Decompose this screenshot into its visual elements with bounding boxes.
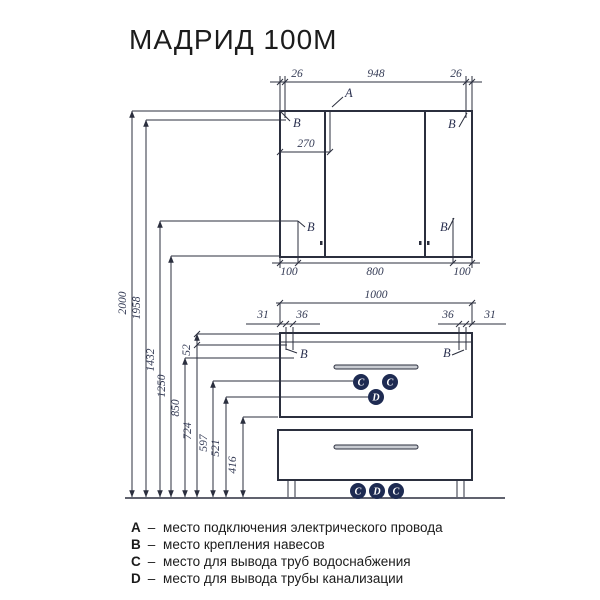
marker-b-vanity-left: B — [300, 347, 308, 361]
dim-label-948: 948 — [367, 68, 385, 80]
dimension-ticks — [276, 320, 476, 328]
mirror-top-dimension: 26 948 26 — [270, 68, 482, 118]
marker-b-top-left: B — [293, 116, 301, 130]
dim-label-26-left: 26 — [291, 68, 303, 80]
dim-label-2000: 2000 — [117, 291, 129, 314]
legend-dash: – — [147, 537, 156, 552]
dim-label-521: 521 — [210, 439, 222, 456]
vanity-upper-box-outline — [279, 332, 473, 418]
marker-a: A — [344, 86, 353, 100]
legend-item-b: B – место крепления навесов — [131, 536, 443, 553]
vanity-width-dimension: 1000 — [276, 289, 476, 324]
outlet-offset-dimension: 270 A — [276, 86, 353, 156]
dim-label-52: 52 — [181, 344, 193, 356]
legend-dash: – — [147, 554, 156, 569]
marker-b-bottom-left: B — [307, 220, 315, 234]
dim-label-724: 724 — [182, 422, 194, 440]
dim-label-416: 416 — [227, 456, 239, 474]
height-dimension-stack: 2000 1958 1432 1250 724 850 52 597 521 — [117, 110, 368, 498]
legend-letter: D — [131, 571, 141, 586]
legend-text: место для вывода трубы канализации — [163, 571, 404, 586]
dim-label-270: 270 — [297, 138, 315, 150]
dimension-ticks — [276, 259, 476, 267]
marker-d-circle — [368, 389, 384, 405]
marker-c-circle-floor-right — [388, 483, 404, 499]
dim-label-36-left: 36 — [295, 309, 308, 321]
marker-c-letter: C — [393, 487, 400, 498]
marker-b-vanity-right: B — [443, 346, 451, 360]
marker-a-leader — [331, 96, 344, 108]
legend-text: место для вывода труб водоснабжения — [163, 554, 411, 569]
dim-label-31-right: 31 — [483, 309, 496, 321]
vanity-door-handle — [333, 364, 419, 370]
legend-text: место подключения электрического провода — [163, 520, 443, 535]
vanity-legs — [287, 480, 465, 497]
dim-label-800: 800 — [366, 266, 384, 278]
legend-item-c: C – место для вывода труб водоснабжения — [131, 553, 443, 570]
mirror-bottom-dimension: 100 800 100 — [272, 218, 480, 278]
dimension-ticks — [276, 78, 476, 86]
marker-d-letter: D — [372, 487, 380, 498]
dim-label-26-right: 26 — [450, 68, 462, 80]
legend-item-d: D – место для вывода трубы канализации — [131, 570, 443, 587]
vanity-cabinet: B B C C D — [277, 332, 473, 497]
marker-c-letter: C — [355, 487, 362, 498]
door-handle-dots — [320, 241, 430, 245]
legend-letter: C — [131, 554, 141, 569]
dim-label-100-left: 100 — [280, 266, 298, 278]
legend-dash: – — [147, 571, 156, 586]
drawer-handle — [333, 444, 419, 450]
marker-c-circle-right — [382, 374, 398, 390]
mirror-cabinet — [279, 110, 473, 258]
dim-label-36-right: 36 — [441, 309, 454, 321]
floor-pipe-markers: C D C — [350, 483, 404, 499]
dim-label-100-right: 100 — [453, 266, 471, 278]
dim-label-850: 850 — [170, 399, 182, 417]
dim-label-1000: 1000 — [365, 289, 388, 301]
legend-text: место крепления навесов — [163, 537, 325, 552]
marker-c-letter: C — [358, 378, 365, 389]
legend-item-a: A – место подключения электрического про… — [131, 519, 443, 536]
mirror-cabinet-outline — [279, 110, 473, 258]
marker-c-letter: C — [387, 378, 394, 389]
dim-label-1250: 1250 — [156, 374, 168, 397]
legend-letter: B — [131, 537, 141, 552]
marker-c-circle-floor-left — [350, 483, 366, 499]
marker-b-top-right: B — [448, 117, 456, 131]
legend-dash: – — [147, 520, 156, 535]
marker-b-bottom-right: B — [440, 220, 448, 234]
legend: A – место подключения электрического про… — [131, 519, 443, 587]
marker-d-circle-floor — [369, 483, 385, 499]
dim-label-1432: 1432 — [145, 348, 157, 371]
dim-label-31-left: 31 — [256, 309, 269, 321]
dim-label-597: 597 — [198, 433, 210, 452]
dim-label-1958: 1958 — [131, 296, 143, 319]
vanity-drawer-outline — [277, 429, 473, 481]
marker-c-circle-left — [353, 374, 369, 390]
marker-d-letter: D — [371, 393, 379, 404]
mirror-hanger-markers: B B B B — [280, 111, 468, 234]
vanity-hanger-dimension: 31 36 36 31 — [246, 309, 506, 350]
legend-letter: A — [131, 520, 141, 535]
page-title: МАДРИД 100М — [129, 24, 338, 55]
